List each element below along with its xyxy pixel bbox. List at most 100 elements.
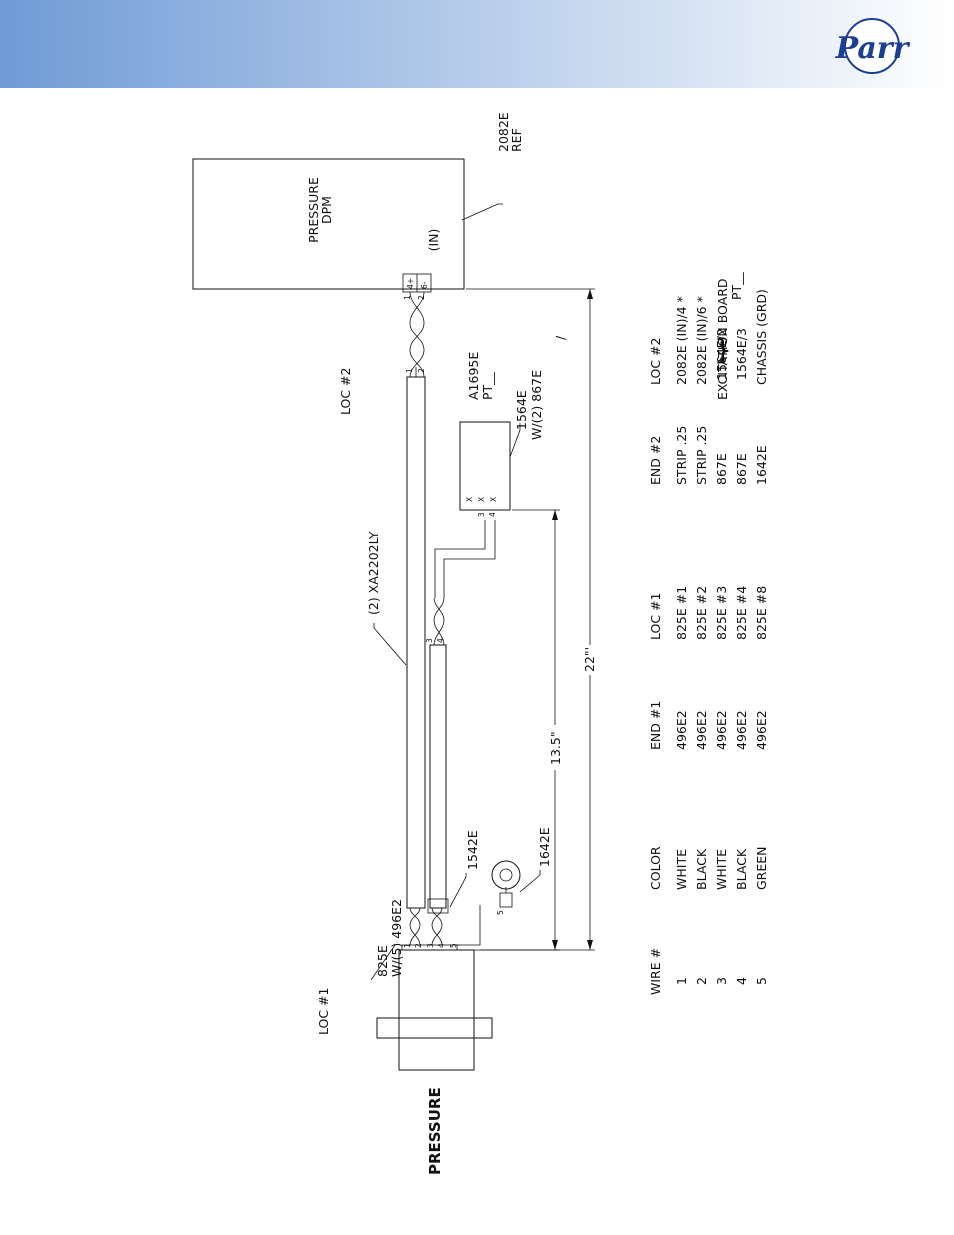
- dpm-pin-num-2: 2: [417, 295, 426, 300]
- wire-4-loc1: 825E #4: [734, 586, 749, 640]
- twisted-pair-branch: [433, 597, 445, 646]
- wire-table-header-loc2: LOC #2: [648, 338, 663, 386]
- connector-flange: [376, 1017, 493, 1039]
- dpm-pin-minus: 6-: [420, 281, 429, 289]
- dpm-pin-num-1: 1: [403, 295, 412, 300]
- wire-5-number: 5: [754, 977, 769, 985]
- wire-table-header-wire: WIRE #: [648, 948, 663, 995]
- wire-2-color: BLACK: [694, 848, 709, 890]
- wire-5-end2: 1642E: [754, 445, 769, 485]
- header-background: [0, 0, 954, 88]
- wire-3-loc2: 1564E/2: [714, 328, 729, 380]
- wire-5-loc1: 825E #8: [754, 586, 769, 640]
- wire-4-number: 4: [734, 977, 749, 985]
- dpm-ref-line2: REF: [509, 128, 524, 152]
- cable-ref-label: (2) XA2202LY: [366, 531, 381, 615]
- wire-5-end1: 496E2: [754, 710, 769, 750]
- dpm-label-line1: PRESSURE: [306, 177, 321, 243]
- cable-end-pin-1: 1: [405, 368, 414, 373]
- wire-2-end2: STRIP .25: [694, 426, 709, 485]
- loc2-label: LOC #2: [338, 368, 353, 416]
- connector-pin-2: 2: [414, 943, 423, 948]
- wire-table: WIRE # COLOR END #1 LOC #1 END #2 LOC #2…: [648, 272, 769, 995]
- wire-2-loc2: 2082E (IN)/6 *: [694, 296, 709, 385]
- board-x-2: X: [477, 497, 486, 502]
- wire-table-header-loc1: LOC #1: [648, 593, 663, 641]
- board-ref-leader: [509, 423, 521, 458]
- wire-4-loc2: 1564E/3: [734, 328, 749, 380]
- table-row: 2 BLACK 496E2 825E #2 STRIP .25 2082E (I…: [694, 296, 709, 985]
- table-row: 5 GREEN 496E2 825E #8 1642E CHASSIS (GRD…: [754, 289, 769, 985]
- main-cable: [406, 376, 426, 909]
- connector-ref-line1: 825E: [375, 945, 390, 977]
- cable-end-pin-2: 2: [417, 368, 426, 373]
- wire-1-color: WHITE: [674, 849, 689, 890]
- wire-4-end2: 867E: [734, 453, 749, 485]
- ground-wire: [456, 905, 481, 946]
- cable-clip-label: 1542E: [465, 830, 480, 870]
- bracket-label-line2: PT__: [729, 272, 744, 300]
- connector-825e: [398, 949, 475, 1071]
- lug-pin-label: 5: [496, 910, 505, 915]
- dpm-ref-leader: [461, 203, 499, 221]
- excitation-bracket: }: [714, 333, 732, 366]
- ring-lug-1642e: [491, 860, 521, 908]
- wire-3-end2: 867E: [714, 453, 729, 485]
- wire-3-end1: 496E2: [714, 710, 729, 750]
- wire-3-color: WHITE: [714, 849, 729, 890]
- table-row: 4 BLACK 496E2 825E #4 867E 1564E/3: [734, 328, 749, 985]
- connector-ref-leader: [370, 944, 396, 981]
- table-row: 1 WHITE 496E2 825E #1 STRIP .25 2082E (I…: [674, 296, 689, 985]
- board-x-3: X: [489, 497, 498, 502]
- dpm-label-line2: DPM: [319, 196, 334, 224]
- cable-clip-1542e: [427, 898, 449, 914]
- wire-3-loc1: 825E #3: [714, 586, 729, 640]
- connector-pin-1: 1: [403, 943, 412, 948]
- excitation-ref-slash: /: [553, 335, 568, 340]
- wire-table-header-end2: END #2: [648, 436, 663, 485]
- wire-table-header-color: COLOR: [648, 846, 663, 890]
- excitation-ref-line4: W/(2) 867E: [529, 370, 544, 440]
- wire-1-loc2: 2082E (IN)/4 *: [674, 296, 689, 385]
- wire-1-end1: 496E2: [674, 710, 689, 750]
- branch-wire-3: [434, 520, 486, 598]
- excitation-board: [459, 421, 511, 511]
- twisted-pairs-connector: [409, 907, 443, 946]
- wire-4-end1: 496E2: [734, 710, 749, 750]
- branch-cable: [429, 644, 447, 909]
- table-row: 3 WHITE 496E2 825E #3 867E 1564E/2: [714, 328, 729, 985]
- bracket-label-line1: EXCITATION BOARD: [715, 278, 730, 400]
- twisted-pair-dpm: [409, 291, 425, 378]
- parr-logo: Parr: [835, 18, 911, 74]
- connector-pin-3: 3: [426, 943, 435, 948]
- excitation-ref-line1: A1695E: [466, 352, 481, 400]
- wire-2-loc1: 825E #2: [694, 586, 709, 640]
- excitation-ref-line2: PT__: [480, 372, 495, 400]
- ring-lug-label: 1642E: [537, 827, 552, 867]
- dpm-ref-line1: 2082E: [496, 112, 511, 152]
- dpm-box: [192, 158, 465, 290]
- dim-long-label: 22"': [582, 647, 597, 672]
- cable-ref-leader: [373, 623, 407, 666]
- wire-1-loc1: 825E #1: [674, 586, 689, 640]
- board-pin-4: 4: [488, 512, 497, 517]
- excitation-ref-line3: 1564E: [514, 390, 529, 430]
- dpm-port-label: (IN): [426, 229, 441, 252]
- dpm-pin-plus: 4+: [406, 278, 415, 289]
- board-pin-3: 3: [477, 512, 486, 517]
- wire-1-number: 1: [674, 977, 689, 985]
- header-band: Parr: [0, 0, 954, 88]
- ring-lug-leader: [519, 870, 541, 893]
- loc1-label: LOC #1: [316, 988, 331, 1036]
- wire-2-number: 2: [694, 977, 709, 985]
- wire-5-color: GREEN: [754, 846, 769, 890]
- wire-2-end1: 496E2: [694, 710, 709, 750]
- board-x-1: X: [465, 497, 474, 502]
- wire-4-color: BLACK: [734, 848, 749, 890]
- branch-pin-4: 4: [436, 638, 445, 643]
- cable-clip-leader: [449, 873, 467, 908]
- connector-pin-5: 5: [449, 943, 458, 948]
- connector-ref-line2: W/(5) 496E2: [389, 899, 404, 977]
- parr-logo-text: Parr: [835, 31, 911, 66]
